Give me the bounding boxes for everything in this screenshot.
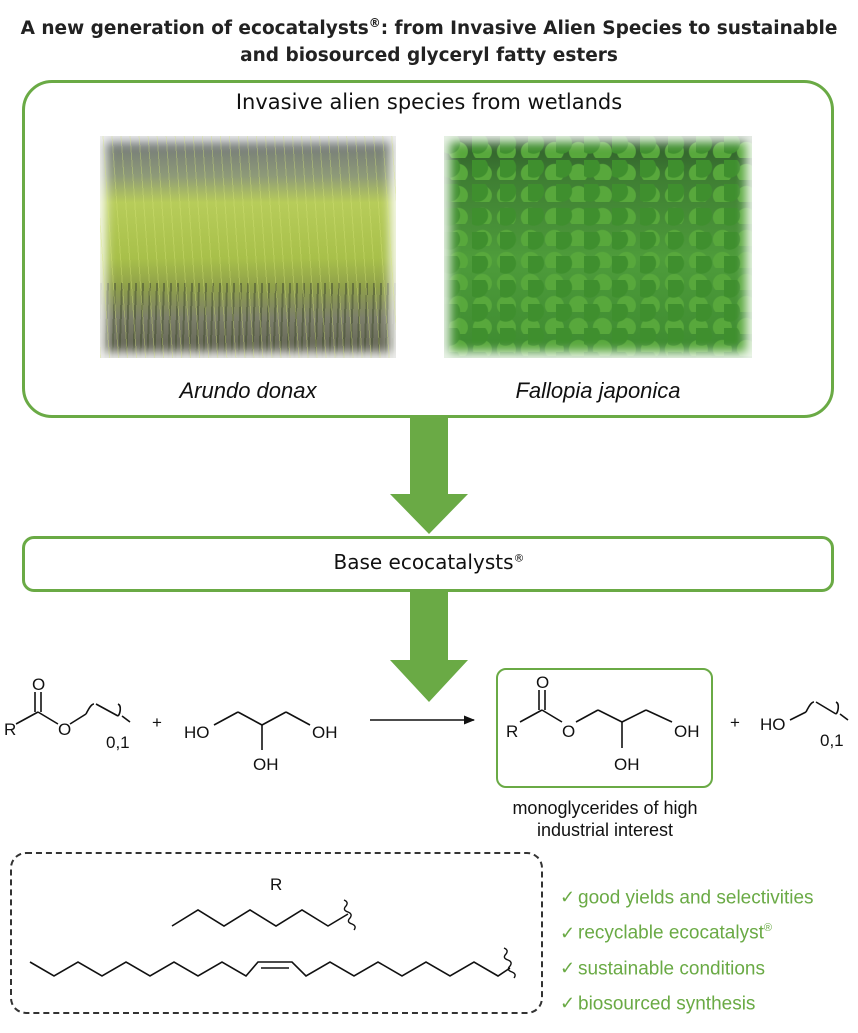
product-caption: monoglycerides of high industrial intere… [470,797,740,841]
benefit-item: ✓good yields and selectivities [560,878,814,913]
byproduct-structure [789,701,849,721]
product-oh-right: OH [674,722,700,741]
glycerol-oh-right: OH [312,723,338,742]
check-icon: ✓ [560,957,576,978]
plus-sign-1: + [152,713,162,732]
glycerol-oh-bottom: OH [253,755,279,774]
plus-sign-2: + [730,713,740,732]
scope-r-label: R [270,875,282,894]
glycerol-structure [213,711,311,750]
product-structure [519,690,673,748]
reactant-ester-o: O [58,720,71,739]
product-highlight-box [496,668,713,788]
arundo-donax-photo [100,136,396,358]
reactant-ester-carbonyl-o: O [32,675,45,694]
benefit-item: ✓sustainable conditions [560,949,814,984]
species-label-arundo: Arundo donax [179,378,317,403]
check-icon: ✓ [560,993,576,1014]
fallopia-japonica-photo [444,136,752,358]
byproduct-ho: HO [760,715,786,734]
green-arrow-down-1 [390,418,468,534]
catalyst-label: Base ecocatalysts® [333,550,525,574]
product-oh-bottom: OH [614,755,640,774]
catalyst-box [22,536,834,592]
attachment-wavy-line-2 [503,947,516,979]
figure-title: A new generation of ecocatalysts®: from … [0,10,858,69]
title-line-2: and biosourced glyceryl fatty esters [240,45,618,67]
species-panel-heading: Invasive alien species from wetlands [235,90,623,114]
title-line-1: A new generation of ecocatalysts®: from … [20,16,838,40]
green-arrow-down-2 [390,592,468,702]
product-ester-o: O [562,722,575,741]
reactant-ester-r: R [4,720,16,739]
glycerol-ho-left: HO [184,723,210,742]
product-caption-line-1: monoglycerides of high [512,798,698,818]
benefit-item: ✓recyclable ecocatalyst® [560,913,814,948]
product-caption-line-2: industrial interest [536,820,674,840]
check-icon: ✓ [560,887,576,908]
benefits-list: ✓good yields and selectivities ✓recyclab… [560,878,814,1019]
benefit-item: ✓biosourced synthesis [560,984,814,1019]
attachment-wavy-line-1 [343,899,356,931]
product-r: R [506,722,518,741]
octanoyl-chain [171,909,349,927]
species-panel [22,80,834,418]
check-icon: ✓ [560,922,576,943]
byproduct-subscript: 0,1 [820,731,844,750]
reactant-ester-subscript: 0,1 [106,733,130,752]
reactant-ester-structure [15,692,131,725]
r-group-scope-box [10,852,543,1014]
species-label-fallopia: Fallopia japonica [515,378,681,403]
oleoyl-chain [29,961,511,978]
product-carbonyl-o: O [536,673,549,692]
